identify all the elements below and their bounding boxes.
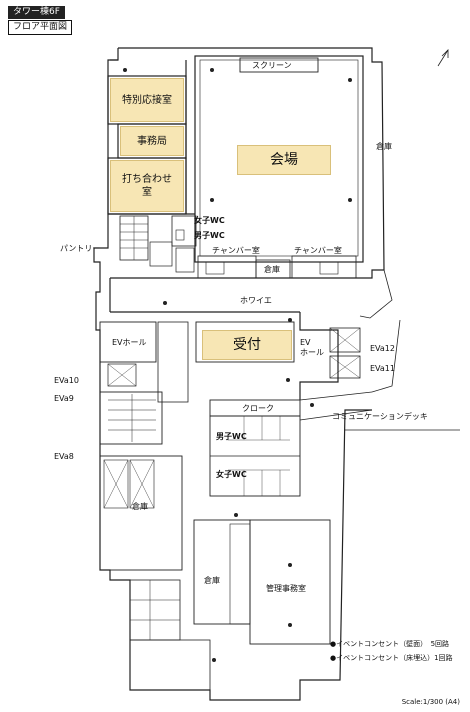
office-room[interactable]: 事務局	[120, 126, 184, 156]
eva9-label: EVa9	[54, 394, 74, 403]
womens-wc-mid-label: 女子WC	[216, 470, 247, 479]
hall-inner-line	[199, 59, 359, 257]
reception-room[interactable]: 受付	[202, 330, 292, 360]
chamber-left-label: チャンバー室	[212, 246, 260, 255]
special-reception-room[interactable]: 特別応接室	[110, 78, 184, 122]
communication-deck-label: コミュニケーションデッキ	[332, 412, 428, 421]
storage-main-label: 倉庫	[376, 142, 392, 151]
screen-label: スクリーン	[252, 61, 292, 70]
storage-small-label: 倉庫	[264, 265, 280, 274]
management-office-label: 管理事務室	[266, 584, 306, 593]
meeting-room[interactable]: 打ち合わせ 室	[110, 160, 184, 212]
meeting-room-label: 打ち合わせ 室	[122, 174, 172, 198]
special-reception-label: 特別応接室	[122, 94, 172, 106]
storage-lower-mid-label: 倉庫	[204, 576, 220, 585]
eva8-label: EVa8	[54, 452, 74, 461]
eva12-label: EVa12	[370, 344, 395, 353]
ev-hall-left-label: EVホール	[112, 338, 147, 347]
hall-outline-wall	[110, 47, 385, 279]
mens-wc-mid-label: 男子WC	[216, 432, 247, 441]
cloak-label: クローク	[242, 404, 274, 413]
reception-label: 受付	[233, 336, 261, 353]
foyer-label: ホワイエ	[240, 296, 272, 305]
hall-room[interactable]: 会場	[237, 145, 331, 175]
north-arrow-icon	[437, 49, 449, 67]
legend-floor-outlet: ●イベントコンセント（床埋込）1回路	[330, 654, 453, 662]
plan-title-tag: フロア平面図	[8, 20, 73, 35]
scale-label: Scale:1/300 (A4)	[401, 698, 460, 706]
chamber-right-label: チャンバー室	[294, 246, 342, 255]
screen-frame	[239, 57, 319, 73]
office-label: 事務局	[137, 135, 167, 147]
eva11-label: EVa11	[370, 364, 395, 373]
hall-label: 会場	[270, 151, 298, 168]
legend-wall-outlet: ●イベントコンセント（壁面） 5回路	[330, 640, 450, 648]
elevator-icon	[329, 327, 361, 353]
storage-lower-left-label: 倉庫	[132, 502, 148, 511]
womens-wc-top-label: 女子WC	[194, 216, 225, 225]
building-floor-tag: タワー棟6F	[8, 6, 65, 19]
mens-wc-top-label: 男子WC	[194, 231, 225, 240]
ev-hall-right-label: EV ホール	[300, 338, 324, 357]
hall-inner-wall	[194, 55, 364, 263]
eva10-label: EVa10	[54, 376, 79, 385]
pantry-label: パントリー	[60, 244, 101, 253]
